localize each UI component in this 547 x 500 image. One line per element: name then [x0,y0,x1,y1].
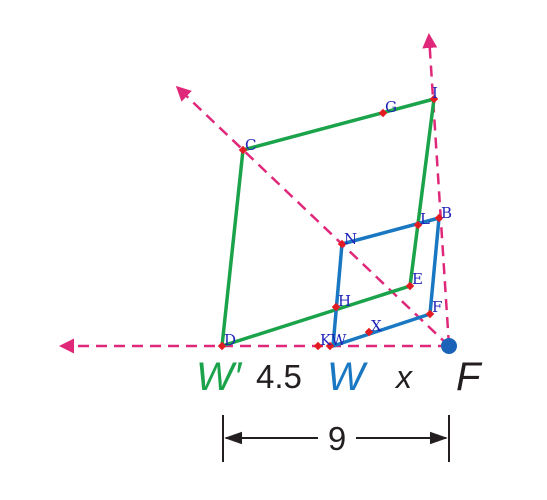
center-of-dilation-point [441,338,457,354]
label-i: I [432,84,438,102]
marker-h [331,302,341,312]
label-g: G [385,98,397,116]
dimension-value: 9 [328,420,346,457]
label-w: W [331,331,347,349]
label-w-big: W [327,355,368,399]
marker-x [364,327,374,337]
dilation-rays [59,33,451,354]
label-n: N [344,230,357,248]
label-b: B [441,204,452,222]
label-d: D [224,331,236,349]
label-c: C [245,136,256,154]
label-distance-4-5: 4.5 [256,358,302,395]
marker-f [425,309,435,319]
vertex-labels: D C G I N L B E H F X K W [224,84,452,349]
marker-c [238,145,248,155]
marker-i [429,94,439,104]
marker-g [378,108,388,118]
label-e: E [412,270,423,288]
marker-n [337,239,347,249]
label-f: F [432,298,442,316]
label-k: K [320,331,332,349]
marker-b [434,213,444,223]
label-w-prime: W′ [196,355,243,399]
dimension-line: 9 [222,415,450,462]
marker-l [413,220,423,230]
ray-to-upper-left [175,85,450,347]
label-h: H [338,292,351,310]
label-l: L [420,210,430,228]
label-f-center: F [456,355,483,399]
axis-labels: W′ 4.5 W x F [196,355,483,399]
marker-e [405,281,415,291]
marker-w [325,341,335,351]
marker-d [217,341,227,351]
ray-to-top [422,33,451,347]
marker-k [313,341,323,351]
label-x-distance: x [394,359,413,395]
label-x: X [371,317,382,335]
vertex-markers [217,94,444,351]
